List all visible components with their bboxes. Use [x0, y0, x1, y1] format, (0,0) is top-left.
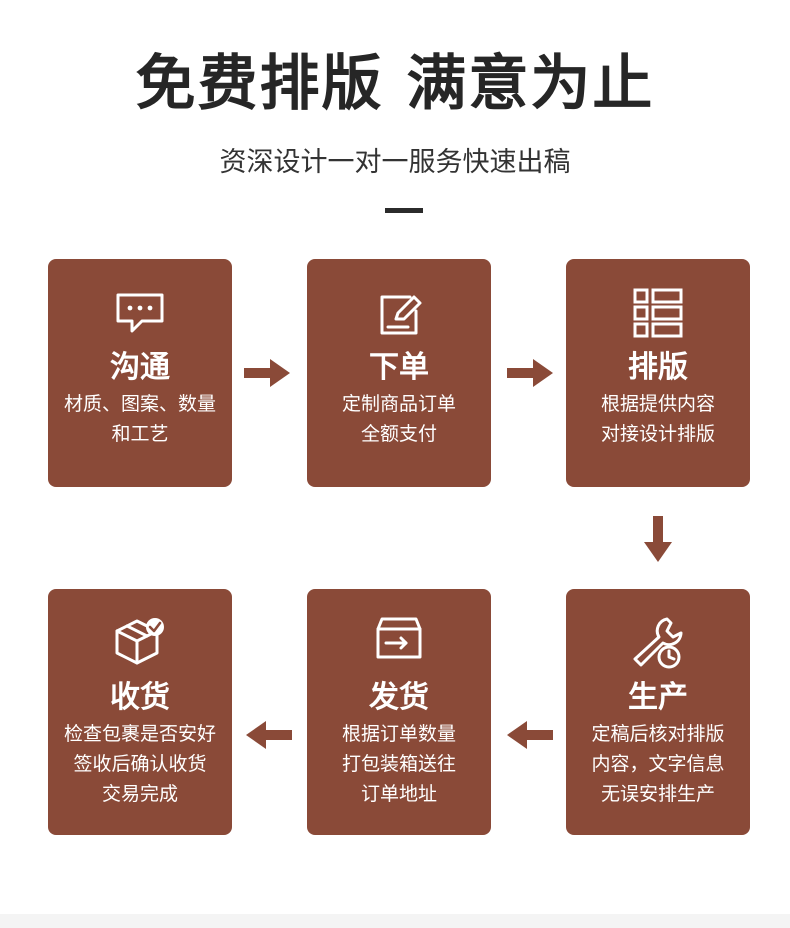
- package-check-icon: [113, 615, 167, 669]
- step-desc-line: 签收后确认收货: [73, 753, 207, 775]
- step-desc-line: 全额支付: [360, 423, 437, 445]
- wrench-clock-icon: [629, 613, 687, 675]
- step-card-order: 下单 定制商品订单 全额支付: [307, 259, 491, 487]
- arrow-right-icon: [507, 359, 553, 387]
- step-card-communicate: 沟通 材质、图案、数量 和工艺: [48, 259, 232, 487]
- step-name: 下单: [369, 350, 429, 385]
- step-desc-line: 定稿后核对排版: [591, 723, 725, 745]
- page-title: 免费排版 满意为止: [135, 49, 655, 119]
- step-name: 收货: [110, 680, 170, 715]
- step-desc-line: 交易完成: [101, 783, 178, 805]
- delivery-box-icon: [374, 615, 424, 665]
- layout-grid-icon: [632, 287, 684, 343]
- step-card-shipping: 发货 根据订单数量 打包装箱送往 订单地址: [307, 589, 491, 835]
- step-desc-line: 对接设计排版: [600, 423, 715, 445]
- step-name: 排版: [628, 350, 688, 385]
- step-desc-line: 定制商品订单: [341, 393, 456, 415]
- page-subtitle: 资深设计一对一服务快速出稿: [219, 147, 571, 178]
- bottom-strip: [0, 914, 790, 928]
- step-card-layout: 排版 根据提供内容 对接设计排版: [566, 259, 750, 487]
- title-divider: [385, 208, 423, 213]
- step-desc-line: 材质、图案、数量: [63, 393, 216, 415]
- step-desc-line: 订单地址: [360, 783, 437, 805]
- step-name: 生产: [628, 680, 688, 715]
- step-card-receive: 收货 检查包裹是否安好 签收后确认收货 交易完成: [48, 589, 232, 835]
- step-desc-line: 和工艺: [111, 423, 169, 445]
- arrow-left-icon: [246, 721, 292, 749]
- step-desc-line: 检查包裹是否安好: [63, 723, 216, 745]
- arrow-right-icon: [244, 359, 290, 387]
- chat-bubble-icon: [114, 289, 166, 341]
- arrow-down-icon: [644, 516, 672, 562]
- step-desc-line: 根据提供内容: [600, 393, 715, 415]
- arrow-left-icon: [507, 721, 553, 749]
- step-name: 沟通: [110, 350, 170, 385]
- step-desc-line: 根据订单数量: [341, 723, 456, 745]
- step-desc-line: 打包装箱送往: [341, 753, 456, 775]
- step-name: 发货: [369, 680, 429, 715]
- step-card-production: 生产 定稿后核对排版 内容，文字信息 无误安排生产: [566, 589, 750, 835]
- step-desc-line: 无误安排生产: [600, 783, 715, 805]
- step-desc-line: 内容，文字信息: [591, 753, 725, 775]
- edit-note-icon: [374, 289, 424, 343]
